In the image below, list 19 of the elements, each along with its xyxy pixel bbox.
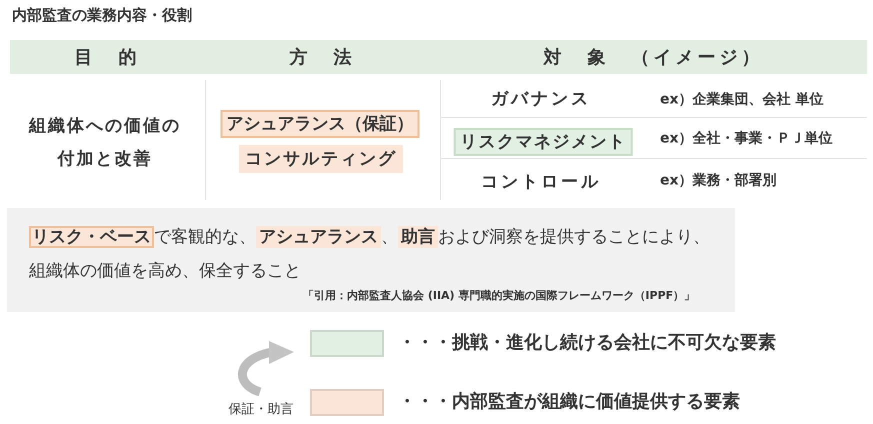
column-header: 目 的 [10, 40, 205, 74]
legend-text: ・・・内部監査が組織に価値提供する要素 [398, 391, 740, 413]
target-label: ガバナンス [491, 88, 591, 110]
quote-text: リスク・ベースで客観的な、アシュアランス、助言および洞察を提供することにより、組織体の価値を高め、保全すること [29, 225, 711, 283]
example-note: ex）企業集団、会社 単位 [660, 92, 824, 108]
citation-text: 「引用：内部監査人協会 (IIA) 専門職的実施の国際フレームワーク（IPPF）」 [303, 288, 696, 304]
highlight-box: アシュアランス（保証） [220, 110, 420, 138]
legend-text: ・・・挑戦・進化し続ける会社に不可欠な要素 [398, 332, 776, 354]
page-title: 内部監査の業務内容・役割 [12, 6, 192, 25]
highlight-box: コンサルティング [239, 144, 403, 174]
purpose-text: 組織体への価値の付加と改善 [28, 115, 182, 171]
arrow-caption: 保証・助言 [228, 402, 294, 418]
target-label: コントロール [481, 172, 601, 192]
example-note: ex）業務・部署別 [660, 172, 777, 190]
column-header: 方 法 [205, 40, 440, 74]
quote-panel [7, 208, 735, 312]
column-header: 対 象 （イメージ） [440, 40, 867, 74]
example-note: ex）全社・事業・ＰＪ単位 [660, 130, 833, 148]
highlight-box: リスクマネジメント [454, 128, 632, 156]
